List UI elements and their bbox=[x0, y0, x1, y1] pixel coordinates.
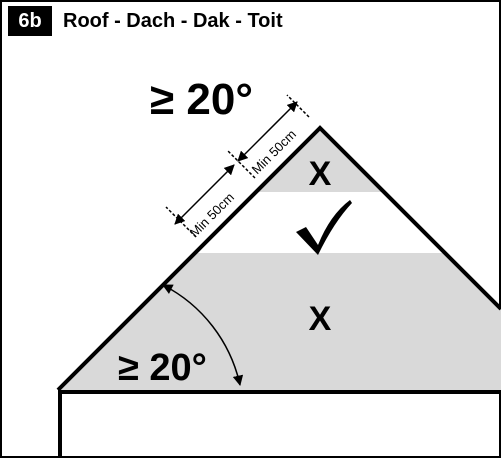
building-outline bbox=[58, 390, 501, 458]
step-badge: 6b bbox=[8, 6, 52, 36]
dimension-arrow-lower bbox=[174, 164, 235, 225]
checkmark-icon bbox=[296, 200, 352, 255]
roof-zones bbox=[58, 128, 501, 390]
dimension-lines bbox=[165, 94, 310, 238]
dimension-arrow-upper bbox=[237, 101, 298, 162]
extension-line-mid bbox=[226, 149, 256, 179]
forbidden-zone-top bbox=[58, 128, 501, 192]
top-angle-label: ≥ 20° bbox=[150, 75, 253, 124]
extension-line-apex bbox=[286, 94, 310, 118]
bottom-angle-label: ≥ 20° bbox=[118, 347, 207, 389]
roof-outline bbox=[56, 125, 501, 392]
header-title: Roof - Dach - Dak - Toit bbox=[63, 9, 283, 32]
header: 6b Roof - Dach - Dak - Toit bbox=[8, 6, 283, 36]
allowed-zone bbox=[58, 192, 501, 253]
forbidden-mark-bottom-icon: X bbox=[309, 300, 332, 338]
roof-angle-arc bbox=[162, 284, 244, 387]
forbidden-mark-top-icon: X bbox=[309, 155, 332, 193]
